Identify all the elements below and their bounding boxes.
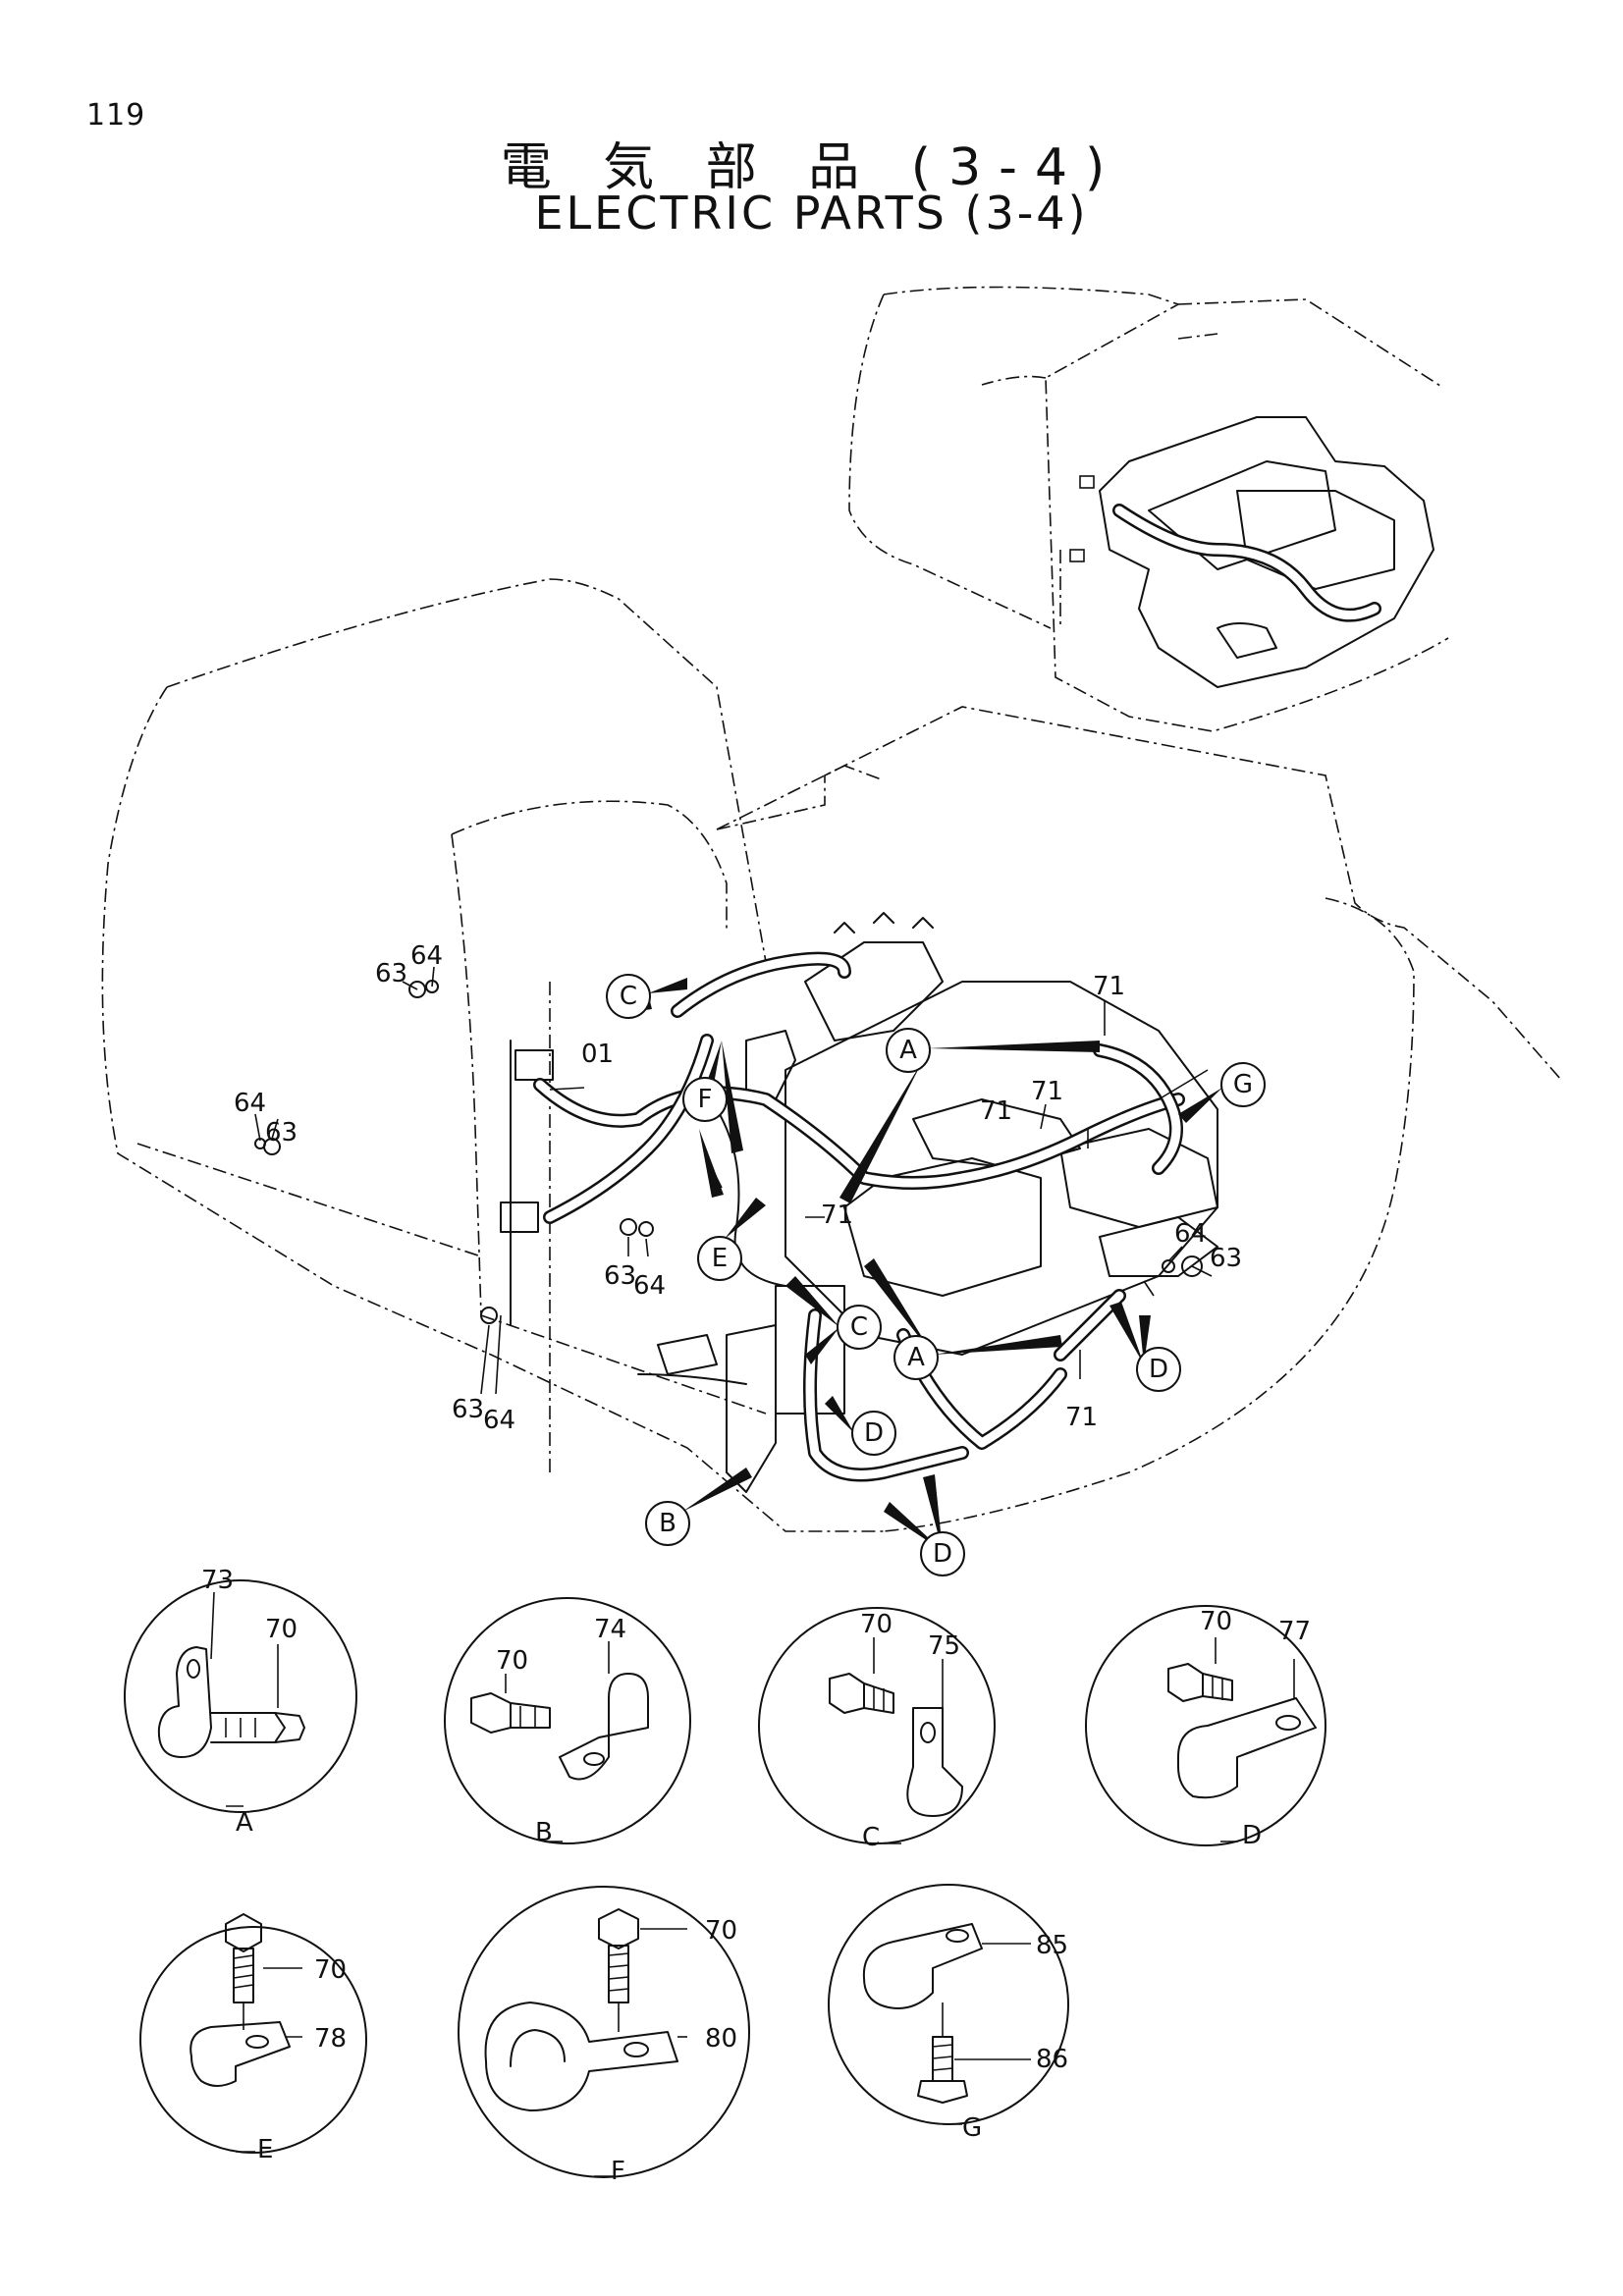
detail-d: 70 77 D bbox=[1085, 1605, 1326, 1850]
callout-wedges bbox=[638, 978, 1222, 1551]
svg-text:E: E bbox=[712, 1244, 728, 1273]
svg-text:C: C bbox=[620, 982, 637, 1011]
page-title-english: ELECTRIC PARTS (3-4) bbox=[534, 187, 1089, 240]
svg-text:A: A bbox=[907, 1343, 925, 1372]
detail-g-label-85: 85 bbox=[1036, 1931, 1068, 1960]
detail-c-label-70: 70 bbox=[860, 1610, 893, 1639]
label-64: 64 bbox=[1174, 1219, 1207, 1249]
svg-text:B: B bbox=[659, 1509, 676, 1538]
callout-f: F bbox=[682, 1077, 728, 1122]
label-71: 71 bbox=[1031, 1077, 1063, 1106]
callout-g: G bbox=[1220, 1062, 1266, 1107]
detail-a-label-70: 70 bbox=[265, 1615, 298, 1644]
machine-outline bbox=[101, 578, 1562, 1532]
label-63: 63 bbox=[452, 1395, 484, 1424]
detail-e-label-78: 78 bbox=[314, 2024, 347, 2054]
page-title-japanese: 電 気 部 品 (3-4) bbox=[500, 138, 1123, 197]
label-71: 71 bbox=[821, 1201, 853, 1230]
label-71: 71 bbox=[1093, 972, 1125, 1001]
label-71: 71 bbox=[1065, 1403, 1098, 1432]
detail-d-label-77: 77 bbox=[1278, 1617, 1311, 1646]
detail-b-label-70: 70 bbox=[496, 1646, 528, 1676]
label-63: 63 bbox=[375, 959, 407, 988]
page-number: 119 bbox=[86, 98, 146, 133]
detail-f-letter: F bbox=[611, 2157, 625, 2186]
detail-e-label-70: 70 bbox=[314, 1955, 347, 1985]
callout-e: E bbox=[697, 1236, 742, 1281]
svg-text:G: G bbox=[1233, 1070, 1253, 1099]
label-01: 01 bbox=[581, 1040, 614, 1069]
detail-b-letter: B bbox=[535, 1818, 553, 1847]
label-63: 63 bbox=[604, 1261, 636, 1291]
detail-b-label-74: 74 bbox=[594, 1615, 626, 1644]
detail-d-letter: D bbox=[1242, 1821, 1262, 1850]
detail-c-label-75: 75 bbox=[928, 1631, 960, 1661]
svg-text:F: F bbox=[698, 1085, 713, 1114]
callout-circles: C F A G E C A D bbox=[606, 974, 1266, 1576]
part-labels: 63 64 64 63 01 63 64 63 64 64 63 71 71 7… bbox=[234, 941, 1242, 1435]
overview-inset bbox=[848, 286, 1449, 732]
label-64: 64 bbox=[410, 941, 443, 971]
svg-text:A: A bbox=[899, 1036, 917, 1065]
label-64: 64 bbox=[633, 1271, 666, 1301]
label-63: 63 bbox=[265, 1118, 298, 1148]
label-64: 64 bbox=[483, 1406, 515, 1435]
detail-g-letter: G bbox=[962, 2113, 982, 2143]
svg-text:D: D bbox=[933, 1539, 952, 1569]
label-64: 64 bbox=[234, 1089, 266, 1118]
callout-a-upper: A bbox=[886, 1028, 931, 1073]
detail-b: 70 74 B bbox=[444, 1597, 691, 1847]
callout-d-right: D bbox=[1136, 1347, 1181, 1392]
callout-c-upper: C bbox=[606, 974, 651, 1019]
detail-f: 70 80 F bbox=[458, 1886, 750, 2186]
callout-a-lower: A bbox=[893, 1335, 939, 1380]
detail-a-label-73: 73 bbox=[201, 1566, 234, 1595]
detail-g: 85 86 G bbox=[828, 1884, 1069, 2143]
leader-lines bbox=[254, 966, 1213, 1395]
detail-c-letter: C bbox=[862, 1823, 880, 1852]
svg-text:C: C bbox=[850, 1312, 868, 1342]
callout-d-middle: D bbox=[851, 1411, 896, 1456]
detail-f-label-70: 70 bbox=[705, 1916, 737, 1946]
svg-text:D: D bbox=[1149, 1355, 1168, 1384]
detail-e-letter: E bbox=[257, 2135, 273, 2164]
detail-c: 70 75 C bbox=[758, 1607, 996, 1852]
detail-d-label-70: 70 bbox=[1200, 1607, 1232, 1636]
svg-text:D: D bbox=[864, 1418, 884, 1448]
detail-a-letter: A bbox=[236, 1808, 253, 1838]
detail-g-label-86: 86 bbox=[1036, 2045, 1068, 2074]
callout-c-lower: C bbox=[837, 1305, 882, 1350]
label-63: 63 bbox=[1210, 1244, 1242, 1273]
label-71: 71 bbox=[980, 1096, 1012, 1126]
callout-d-lower: D bbox=[920, 1531, 965, 1576]
detail-e: 70 78 E bbox=[139, 1913, 367, 2164]
callout-b: B bbox=[645, 1501, 690, 1546]
detail-f-label-80: 80 bbox=[705, 2024, 737, 2054]
detail-a: 73 70 A bbox=[124, 1566, 357, 1838]
